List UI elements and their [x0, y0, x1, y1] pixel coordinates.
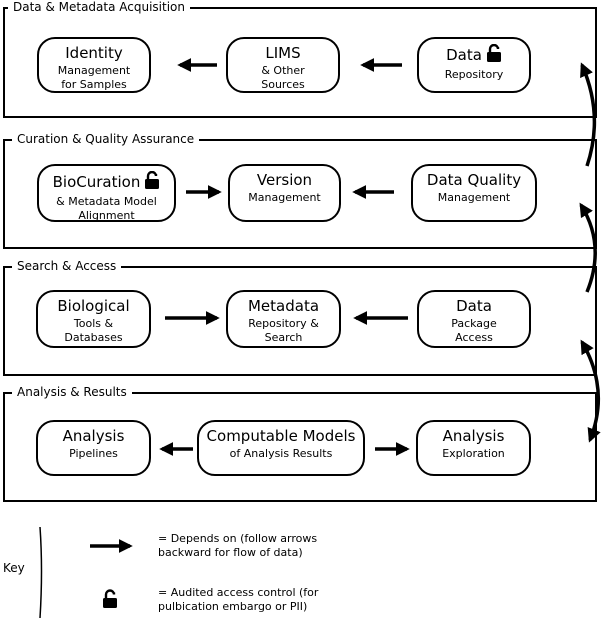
section-data-acquisition: [3, 7, 597, 118]
node-computable-models: Computable Models of Analysis Results: [197, 420, 365, 476]
section-title-data-acquisition: Data & Metadata Acquisition: [8, 0, 191, 14]
node-title: Data: [456, 297, 492, 315]
node-data-repository: Data Repository: [417, 37, 531, 93]
node-subtitle: Exploration: [442, 447, 505, 460]
node-analysis-pipelines: Analysis Pipelines: [36, 420, 151, 476]
node-subtitle: of Analysis Results: [229, 447, 333, 460]
curved-arrow-search-to-curation: [579, 202, 597, 293]
node-data-package: Data Package Access: [417, 290, 531, 348]
node-subtitle: & Other Sources: [261, 64, 305, 91]
node-biocuration: BioCuration & Metadata Model Alignment: [37, 164, 176, 222]
node-subtitle: Tools & Databases: [64, 317, 123, 344]
key-divider: [39, 526, 43, 619]
node-version-management: Version Management: [228, 164, 341, 222]
node-subtitle: Repository & Search: [248, 317, 319, 344]
node-data-quality: Data Quality Management: [411, 164, 537, 222]
node-title: LIMS: [265, 44, 301, 62]
node-title: BioCuration: [52, 173, 141, 191]
node-subtitle: Pipelines: [69, 447, 118, 460]
node-subtitle: Package Access: [451, 317, 497, 344]
open-lock-icon: [486, 43, 502, 66]
section-title-search-access: Search & Access: [12, 259, 122, 273]
node-subtitle: Management: [437, 191, 511, 204]
node-subtitle: Management: [248, 191, 321, 204]
key-lock-description: = Audited access control (for pulbicatio…: [158, 586, 319, 613]
curved-arrow-search-analysis: [580, 339, 601, 443]
node-title: Version: [256, 171, 313, 189]
section-analysis-results: [3, 392, 597, 502]
node-title: Identity: [65, 44, 123, 62]
section-curation: [3, 139, 597, 249]
node-title: Data: [446, 46, 482, 64]
node-title: Analysis: [62, 427, 125, 445]
curved-arrow-curation-to-acquisition: [580, 62, 597, 167]
node-subtitle: Repository: [444, 68, 504, 81]
node-title: Metadata: [247, 297, 320, 315]
open-lock-icon: [144, 170, 160, 193]
node-analysis-exploration: Analysis Exploration: [416, 420, 531, 476]
node-lims: LIMS & Other Sources: [226, 37, 340, 93]
node-metadata-repository: Metadata Repository & Search: [226, 290, 341, 348]
node-subtitle: Management for Samples: [57, 64, 131, 91]
node-title: Analysis: [442, 427, 505, 445]
node-biological-tools: Biological Tools & Databases: [36, 290, 151, 348]
section-title-analysis-results: Analysis & Results: [12, 385, 132, 399]
key-arrow-description: = Depends on (follow arrows backward for…: [158, 532, 318, 559]
node-title: Biological: [57, 297, 130, 315]
key-label: Key: [3, 561, 25, 575]
node-title: Computable Models: [206, 427, 356, 445]
section-search-access: [3, 266, 597, 376]
node-subtitle: & Metadata Model Alignment: [56, 195, 157, 222]
key-lock-icon: [102, 589, 118, 612]
node-title: Data Quality: [426, 171, 522, 189]
node-identity-management: Identity Management for Samples: [37, 37, 151, 93]
section-title-curation: Curation & Quality Assurance: [12, 132, 200, 146]
